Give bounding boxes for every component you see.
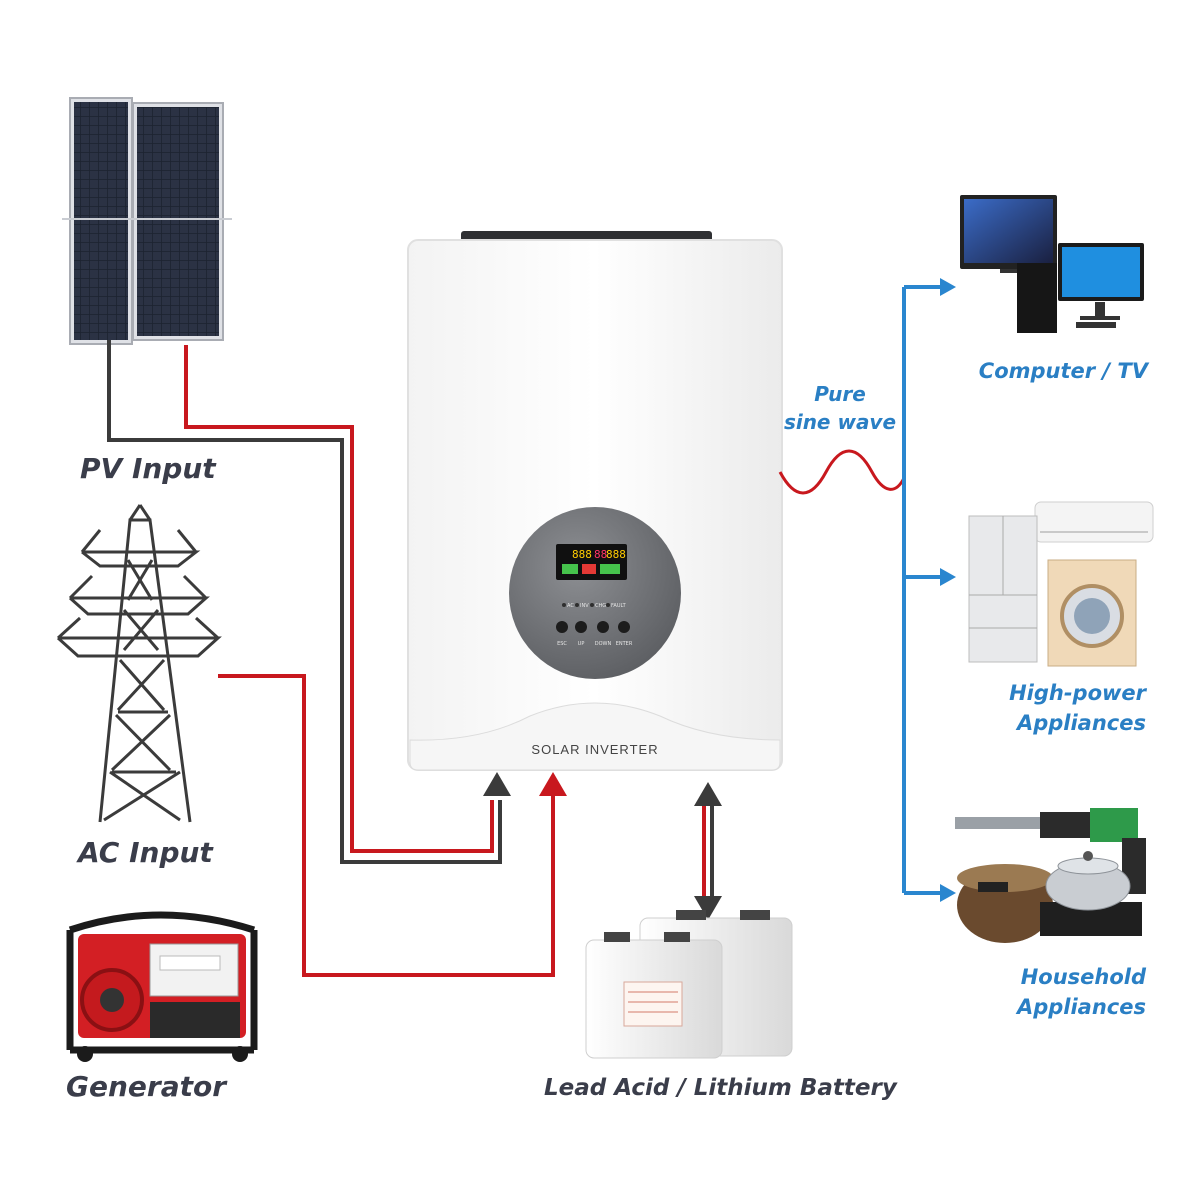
- generator-icon: [66, 911, 258, 1062]
- indicator-fault: FAULT: [611, 603, 627, 609]
- battery-arrow-up: [694, 782, 722, 806]
- down-label: DOWN: [595, 641, 612, 647]
- esc-label: ESC: [557, 641, 567, 647]
- enter-button[interactable]: [618, 621, 630, 633]
- inverter-device: 888 88 888 AC INV CHG FAULT ESC UP DOWN …: [407, 231, 783, 771]
- indicator-leds: AC INV CHG FAULT: [562, 603, 627, 609]
- arrow-computer: [940, 278, 956, 296]
- indicator-ac: AC: [567, 603, 574, 609]
- indicator-chg: CHG: [595, 603, 606, 609]
- high-power-label-line2: Appliances: [1016, 711, 1146, 735]
- up-button[interactable]: [575, 621, 587, 633]
- computer-tv-icon: [960, 195, 1144, 333]
- sine-wave-line: [778, 449, 906, 495]
- enter-label: ENTER: [616, 641, 633, 647]
- inverter-brand-label: SOLAR INVERTER: [531, 742, 659, 757]
- computer-tv-label: Computer / TV: [978, 359, 1148, 383]
- generator-label: Generator: [66, 1070, 227, 1103]
- dc-positive-wires: [184, 345, 706, 977]
- battery-arrow-down: [694, 896, 722, 920]
- dc-negative-wires: [107, 340, 502, 864]
- up-label: UP: [578, 641, 585, 647]
- high-power-label: High-power Appliances: [1009, 678, 1146, 738]
- sine-wave-label: Pure sine wave: [780, 380, 900, 436]
- battery-label: Lead Acid / Lithium Battery: [544, 1075, 897, 1101]
- high-power-label-line1: High-power: [1009, 681, 1146, 705]
- pv-input-label: PV Input: [80, 452, 216, 485]
- solar-panel-icon: [62, 97, 232, 345]
- household-label-line1: Household: [1020, 965, 1146, 989]
- indicator-inv: INV: [580, 603, 589, 609]
- pv-arrow-head: [483, 772, 511, 796]
- cooker-drill-appliances-icon: [955, 808, 1146, 943]
- sine-wave-label-line1: Pure: [814, 382, 866, 406]
- arrow-high-power: [940, 568, 956, 586]
- sine-wave-label-line2: sine wave: [783, 410, 897, 434]
- esc-button[interactable]: [556, 621, 568, 633]
- fridge-aircon-washer-icon: [968, 501, 1154, 667]
- household-label: Household Appliances: [1017, 962, 1146, 1022]
- lcd-right: 888: [606, 548, 626, 561]
- ac-output-wires: [902, 285, 942, 895]
- ac-arrow-head: [539, 772, 567, 796]
- household-label-line2: Appliances: [1016, 995, 1146, 1019]
- battery-icon: [585, 910, 793, 1059]
- lcd-mid: 88: [594, 548, 607, 561]
- lcd-left: 888: [572, 548, 592, 561]
- arrow-household: [940, 884, 956, 902]
- down-button[interactable]: [597, 621, 609, 633]
- ac-input-label: AC Input: [78, 836, 213, 869]
- transmission-tower-icon: [56, 504, 222, 823]
